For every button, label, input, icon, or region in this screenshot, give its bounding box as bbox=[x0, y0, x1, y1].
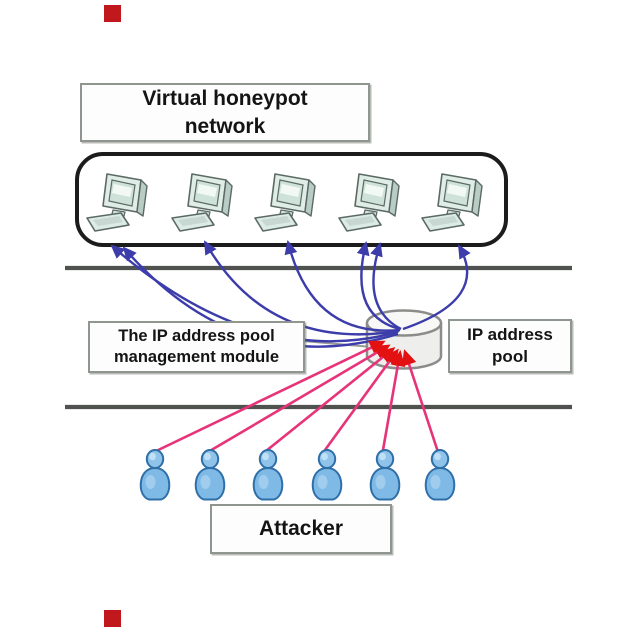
corner-marker-bottom bbox=[104, 610, 121, 627]
assignment-arrow bbox=[356, 241, 401, 331]
computer-icon bbox=[254, 173, 316, 232]
attacker-label-line1: Attacker bbox=[258, 517, 344, 541]
attack-arrow bbox=[265, 347, 396, 453]
computer-icon bbox=[338, 173, 400, 232]
corner-marker-top bbox=[104, 5, 121, 22]
computer-icon bbox=[86, 173, 148, 232]
attacker-icon bbox=[424, 449, 456, 501]
ip-pool-management-module-label: The IP address pool management module bbox=[88, 321, 305, 373]
attack-arrows bbox=[151, 340, 440, 455]
assignment-arrow bbox=[284, 240, 401, 332]
assignment-arrow bbox=[203, 240, 400, 336]
ip-pool-label-line2: pool bbox=[492, 347, 528, 366]
honeypot-network-label-line2: network bbox=[184, 114, 266, 138]
assignment-arrow bbox=[402, 244, 471, 331]
honeypot-network-label-line1: Virtual honeypot bbox=[142, 87, 308, 111]
ip-pool-label-line1: IP address bbox=[467, 324, 553, 344]
attack-arrow bbox=[401, 349, 440, 453]
attacker-icon bbox=[194, 449, 226, 501]
attack-arrow bbox=[381, 350, 406, 451]
management-label-line1: The IP address pool bbox=[118, 326, 275, 345]
attack-arrow bbox=[151, 340, 386, 455]
attacker-icon bbox=[369, 449, 401, 501]
attacker-label: Attacker bbox=[210, 504, 392, 554]
computer-icon bbox=[171, 173, 233, 232]
management-label-line2: management module bbox=[113, 348, 280, 366]
assignment-arrow bbox=[370, 242, 402, 331]
computer-icon bbox=[421, 173, 483, 232]
attacker-icon bbox=[252, 449, 284, 501]
honeypot-network-label: Virtual honeypot network bbox=[80, 83, 370, 142]
ip-address-pool-label: IP address pool bbox=[448, 319, 572, 373]
attacker-icon bbox=[139, 449, 171, 501]
attack-arrow bbox=[323, 348, 399, 451]
attack-arrow bbox=[207, 344, 391, 454]
attacker-icon bbox=[311, 449, 343, 501]
